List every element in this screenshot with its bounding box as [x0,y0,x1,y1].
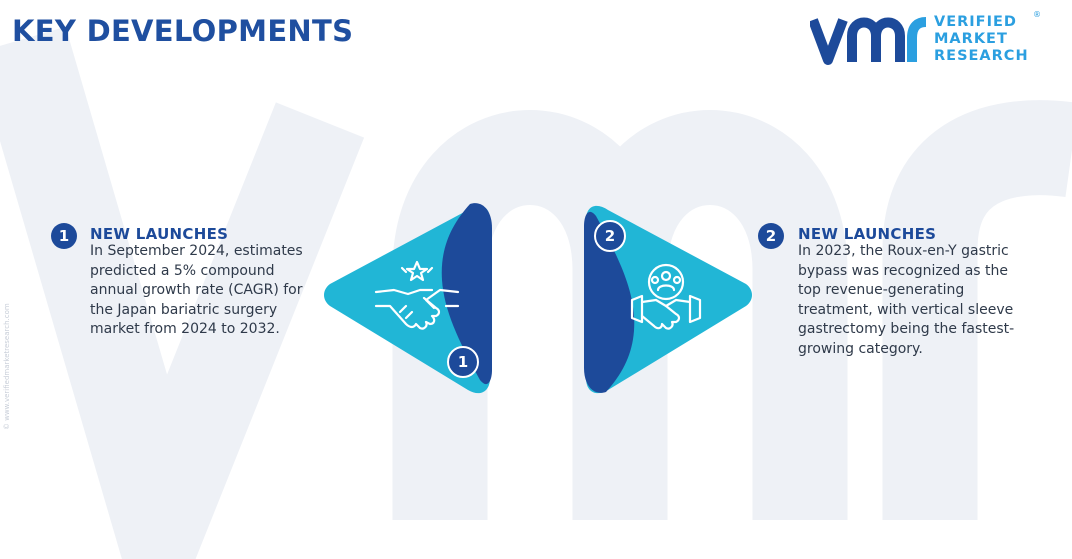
development-2-heading: NEW LAUNCHES [798,225,937,243]
development-2-body: In 2023, the Roux-en-Y gastric bypass wa… [798,243,1015,357]
vmr-logo-mark [810,17,927,65]
side-watermark-text: © www.verifiedmarketresearch.com [3,303,11,430]
brand-logo: VERIFIED MARKET RESEARCH ® [810,10,1050,70]
development-1-triangle [324,203,492,394]
development-1-body: In September 2024, estimates predicted a… [90,243,303,338]
registered-mark: ® [1033,10,1041,19]
development-2-number-badge: 2 [758,223,784,249]
logo-line-3: RESEARCH [934,48,1029,64]
logo-wordmark: VERIFIED MARKET RESEARCH [934,14,1029,65]
development-1-shape-badge: 1 [447,346,479,378]
handshake-icon [374,260,460,330]
logo-line-1: VERIFIED [934,14,1017,30]
team-collaboration-icon [630,263,702,330]
development-2-shape-badge: 2 [594,220,626,252]
development-1-number-badge: 1 [51,223,77,249]
development-1-heading: NEW LAUNCHES [90,225,229,243]
logo-line-2: MARKET [934,31,1008,47]
page-title: KEY DEVELOPMENTS [12,14,354,48]
